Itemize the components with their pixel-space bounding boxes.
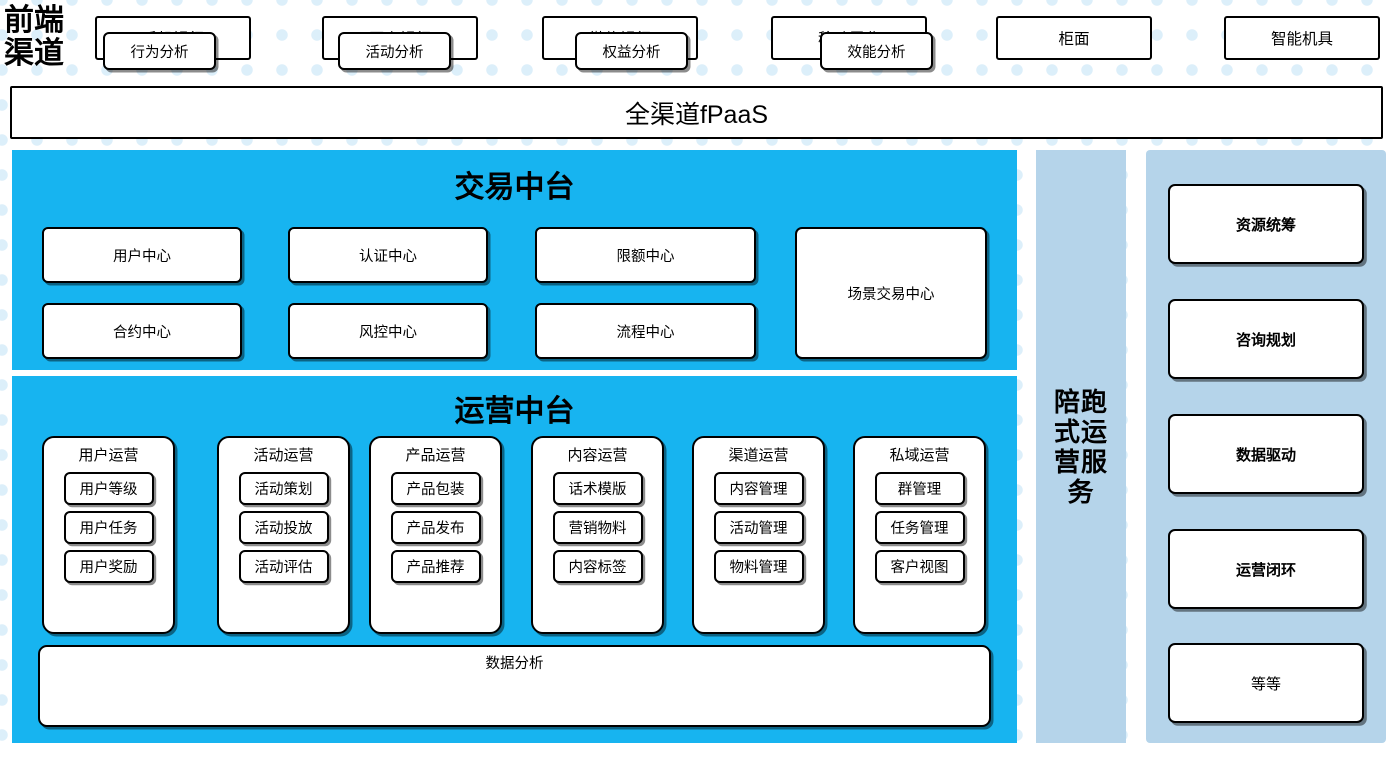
operation-item: 产品推荐 xyxy=(390,550,481,583)
operation-column-6: 私域运营群管理任务管理客户视图 xyxy=(853,436,986,634)
right-services-column: 资源统筹咨询规划数据驱动运营闭环等等 xyxy=(1146,150,1386,743)
channel-box-5: 柜面 xyxy=(996,16,1152,60)
operation-item: 群管理 xyxy=(874,472,965,505)
accompany-service-label: 陪跑式运营服务 xyxy=(1053,386,1108,507)
operation-item: 内容管理 xyxy=(713,472,804,505)
data-analysis-item-4: 效能分析 xyxy=(820,32,933,70)
operation-item: 内容标签 xyxy=(552,550,643,583)
transaction-card-5: 风控中心 xyxy=(288,303,488,359)
operation-item: 任务管理 xyxy=(874,511,965,544)
data-analysis-title: 数据分析 xyxy=(485,656,544,672)
operation-item: 话术模版 xyxy=(552,472,643,505)
transaction-card-6: 流程中心 xyxy=(535,303,756,359)
operation-column-items: 活动策划活动投放活动评估 xyxy=(219,472,348,583)
data-analysis-strip: 数据分析 xyxy=(38,645,991,727)
transaction-card-4: 合约中心 xyxy=(42,303,242,359)
accompany-service-column: 陪跑式运营服务 xyxy=(1036,150,1126,743)
operation-item: 产品发布 xyxy=(390,511,481,544)
right-service-card-4: 运营闭环 xyxy=(1168,529,1364,609)
data-analysis-item-3: 权益分析 xyxy=(575,32,688,70)
operation-column-title: 内容运营 xyxy=(567,447,628,464)
scene-transaction-center-card: 场景交易中心 xyxy=(795,227,987,359)
transaction-center-title: 交易中台 xyxy=(454,171,575,204)
operation-item: 活动管理 xyxy=(713,511,804,544)
operation-column-items: 内容管理活动管理物料管理 xyxy=(694,472,823,583)
operation-column-1: 用户运营用户等级用户任务用户奖励 xyxy=(42,436,175,634)
fpaas-bar: 全渠道fPaaS xyxy=(10,86,1383,139)
operation-column-title: 活动运营 xyxy=(253,447,314,464)
operation-item: 活动评估 xyxy=(238,550,329,583)
operation-column-title: 私域运营 xyxy=(889,447,950,464)
operation-column-items: 产品包装产品发布产品推荐 xyxy=(371,472,500,583)
right-service-card-3: 数据驱动 xyxy=(1168,414,1364,494)
data-analysis-item-1: 行为分析 xyxy=(103,32,216,70)
operation-column-items: 群管理任务管理客户视图 xyxy=(855,472,984,583)
right-service-card-2: 咨询规划 xyxy=(1168,299,1364,379)
operation-item: 产品包装 xyxy=(390,472,481,505)
right-service-card-1: 资源统筹 xyxy=(1168,184,1364,264)
transaction-card-1: 用户中心 xyxy=(42,227,242,283)
operation-column-3: 产品运营产品包装产品发布产品推荐 xyxy=(369,436,502,634)
operation-center-title: 运营中台 xyxy=(454,395,575,428)
operation-item: 物料管理 xyxy=(713,550,804,583)
operation-item: 营销物料 xyxy=(552,511,643,544)
operation-column-title: 渠道运营 xyxy=(728,447,789,464)
operation-item: 用户等级 xyxy=(63,472,154,505)
transaction-card-2: 认证中心 xyxy=(288,227,488,283)
operation-column-2: 活动运营活动策划活动投放活动评估 xyxy=(217,436,350,634)
operation-item: 活动投放 xyxy=(238,511,329,544)
operation-column-4: 内容运营话术模版营销物料内容标签 xyxy=(531,436,664,634)
frontend-channel-label: 前端渠道 xyxy=(4,4,64,70)
transaction-card-3: 限额中心 xyxy=(535,227,756,283)
operation-column-items: 用户等级用户任务用户奖励 xyxy=(44,472,173,583)
right-service-card-5: 等等 xyxy=(1168,643,1364,723)
operation-item: 活动策划 xyxy=(238,472,329,505)
data-analysis-item-2: 活动分析 xyxy=(338,32,451,70)
operation-item: 客户视图 xyxy=(874,550,965,583)
operation-column-title: 用户运营 xyxy=(78,447,139,464)
channel-box-6: 智能机具 xyxy=(1224,16,1380,60)
operation-item: 用户任务 xyxy=(63,511,154,544)
operation-item: 用户奖励 xyxy=(63,550,154,583)
operation-column-items: 话术模版营销物料内容标签 xyxy=(533,472,662,583)
operation-column-title: 产品运营 xyxy=(405,447,466,464)
operation-column-5: 渠道运营内容管理活动管理物料管理 xyxy=(692,436,825,634)
